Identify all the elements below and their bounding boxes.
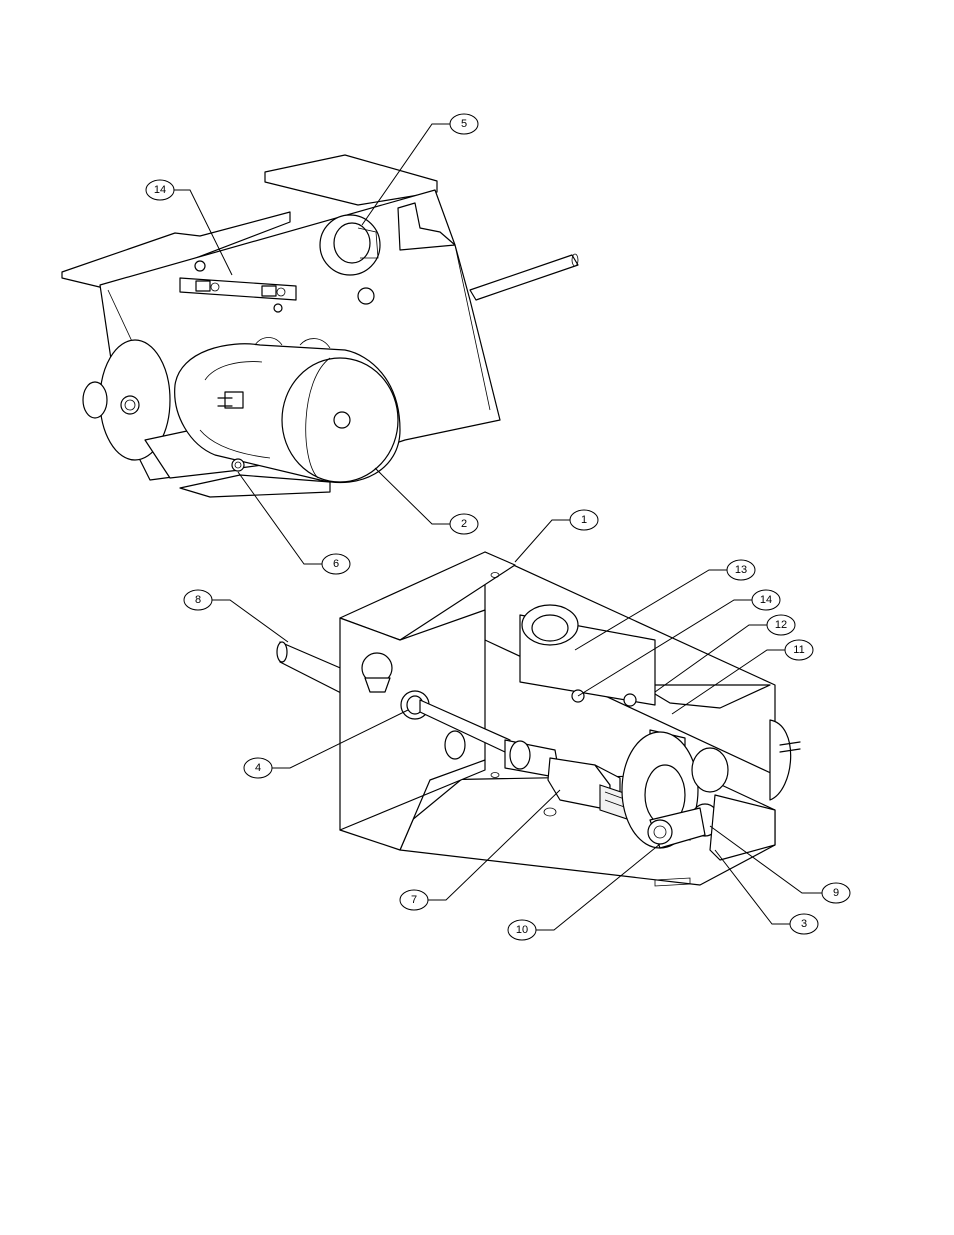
callout-1: 1	[570, 510, 598, 530]
callout-13: 13	[727, 560, 755, 580]
callout-2: 2	[450, 514, 478, 534]
leader-8	[212, 600, 288, 642]
callout-3-label: 3	[801, 918, 807, 930]
callout-12: 12	[767, 615, 795, 635]
callout-11: 11	[785, 640, 813, 660]
leader-1	[515, 520, 570, 562]
callout-10: 10	[508, 920, 536, 940]
callout-14a-label: 14	[154, 184, 166, 196]
callout-13-label: 13	[735, 564, 747, 576]
callout-9: 9	[822, 883, 850, 903]
callout-3: 3	[790, 914, 818, 934]
callout-2-label: 2	[461, 518, 467, 530]
lower-housing-assembly	[277, 552, 800, 886]
callout-12-label: 12	[775, 619, 787, 631]
callout-14b-label: 14	[760, 594, 772, 606]
upper-motor-assembly	[62, 155, 578, 497]
callout-6: 6	[322, 554, 350, 574]
callout-11-label: 11	[793, 644, 804, 656]
callout-7-label: 7	[411, 894, 417, 906]
callout-4-label: 4	[255, 762, 261, 774]
callout-14a: 14	[146, 180, 174, 200]
callout-14b: 14	[752, 590, 780, 610]
callout-6-label: 6	[333, 558, 339, 570]
callout-8: 8	[184, 590, 212, 610]
callout-4: 4	[244, 758, 272, 778]
callout-9-label: 9	[833, 887, 839, 899]
callout-8-label: 8	[195, 594, 201, 606]
callout-1-label: 1	[581, 514, 587, 526]
callout-10-label: 10	[516, 924, 528, 936]
callout-5: 5	[450, 114, 478, 134]
leader-2	[375, 468, 450, 524]
callout-5-label: 5	[461, 118, 467, 130]
callout-7: 7	[400, 890, 428, 910]
